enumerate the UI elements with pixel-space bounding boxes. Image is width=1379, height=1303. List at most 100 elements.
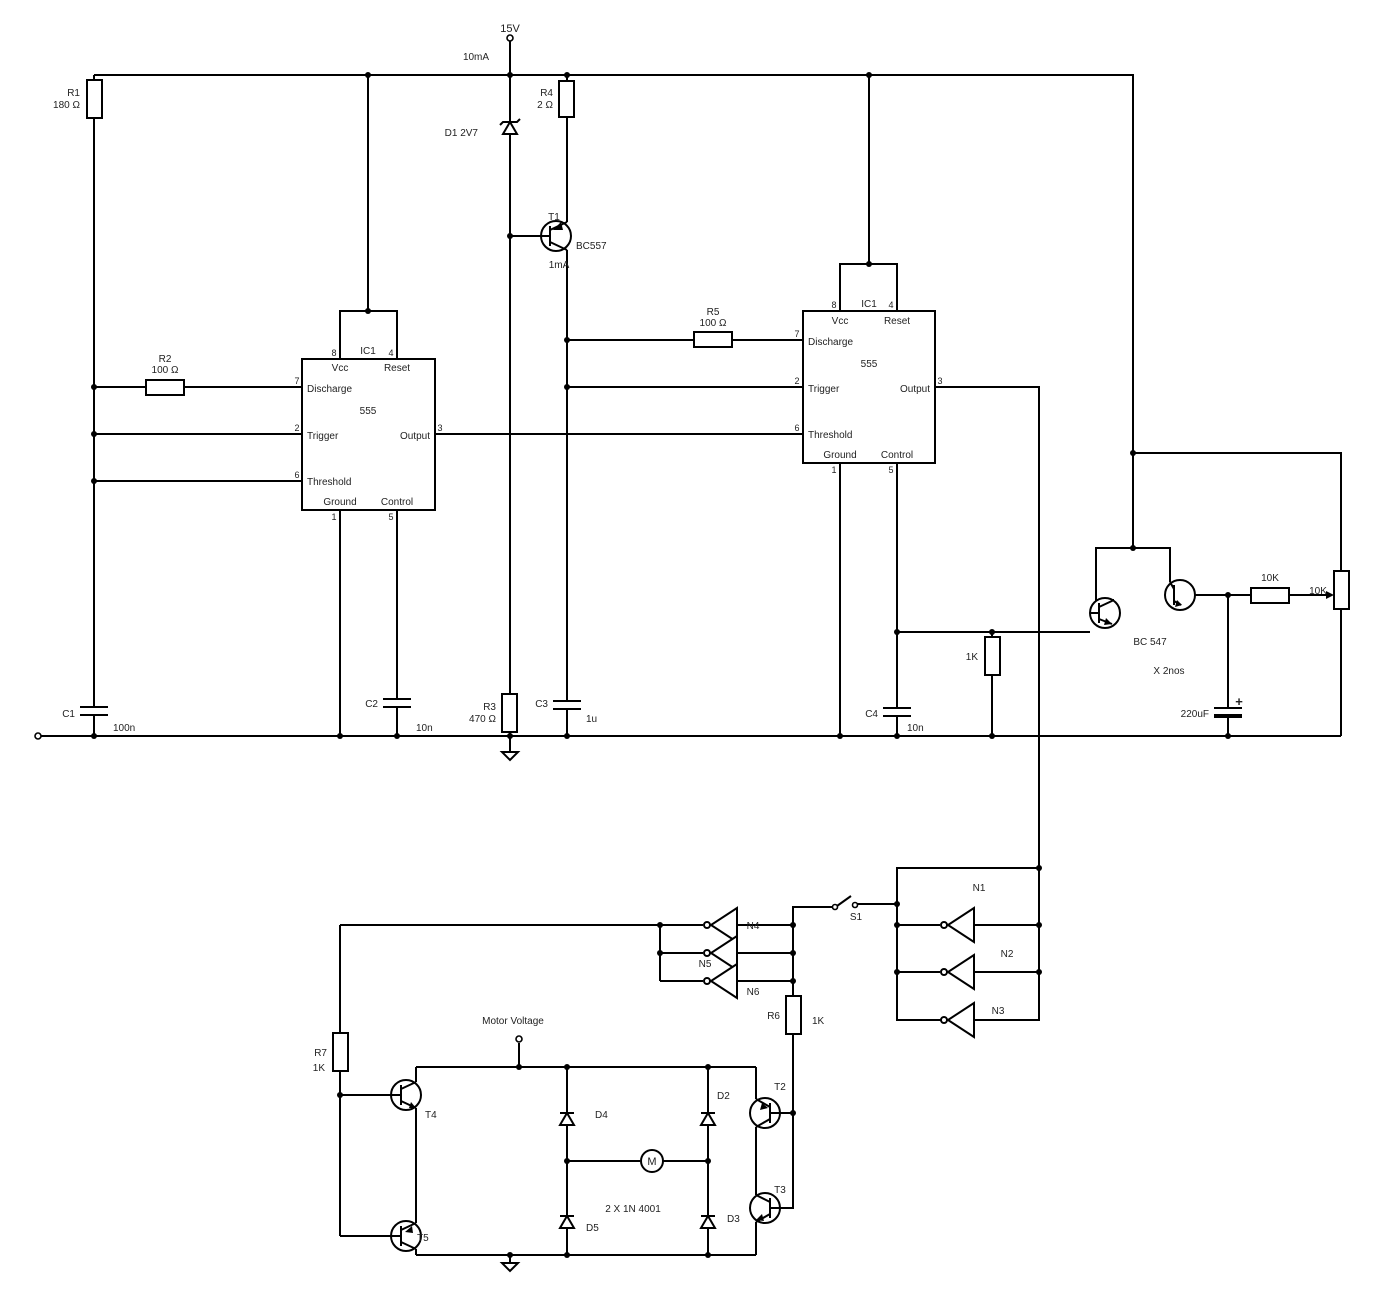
resistor-r5: R5 100 Ω <box>693 307 733 348</box>
switch-s1: S1 <box>831 895 863 923</box>
svg-text:Reset: Reset <box>384 363 410 374</box>
transistor-t1: T1 BC557 1mA <box>540 212 607 271</box>
transistor-t3: T3 <box>749 1185 786 1224</box>
svg-text:+: + <box>1235 694 1243 709</box>
resistor-r7: R7 1K <box>313 1032 349 1074</box>
svg-text:S1: S1 <box>850 912 863 923</box>
inverter-n4: N4 <box>703 906 760 944</box>
svg-text:R2: R2 <box>159 354 172 365</box>
svg-text:Vcc: Vcc <box>332 363 349 374</box>
diode-d2: D2 <box>699 1091 730 1126</box>
svg-text:10n: 10n <box>416 723 433 734</box>
svg-text:IC1: IC1 <box>360 346 376 357</box>
svg-text:4: 4 <box>888 300 893 310</box>
svg-text:10K: 10K <box>1309 586 1327 597</box>
svg-text:Control: Control <box>881 450 913 461</box>
svg-text:R5: R5 <box>707 307 720 318</box>
ic-555-left: IC1 8 4 Vcc Reset 555 7 Discharge 2 Trig… <box>294 346 442 522</box>
motor: M <box>640 1149 664 1173</box>
darlington-part-label: BC 547 <box>1133 637 1167 648</box>
svg-text:N2: N2 <box>1001 949 1014 960</box>
transistor-darlington-q2 <box>1164 579 1196 611</box>
svg-text:D2: D2 <box>717 1091 730 1102</box>
svg-text:180 Ω: 180 Ω <box>53 100 80 111</box>
svg-text:D1 2V7: D1 2V7 <box>445 128 479 139</box>
svg-text:T3: T3 <box>774 1185 786 1196</box>
svg-text:R1: R1 <box>67 88 80 99</box>
svg-text:Vcc: Vcc <box>832 316 849 327</box>
svg-text:1: 1 <box>831 465 836 475</box>
svg-text:220uF: 220uF <box>1181 709 1209 720</box>
svg-text:470 Ω: 470 Ω <box>469 714 496 725</box>
supply-current: 10mA <box>463 52 489 63</box>
wires <box>38 38 1342 1263</box>
capacitor-c1: C1 100n <box>62 706 135 734</box>
svg-text:Reset: Reset <box>884 316 910 327</box>
svg-text:1mA: 1mA <box>549 260 570 271</box>
svg-text:N6: N6 <box>747 987 760 998</box>
svg-text:IC1: IC1 <box>861 299 877 310</box>
svg-text:Ground: Ground <box>323 497 356 508</box>
svg-text:100 Ω: 100 Ω <box>152 365 179 376</box>
svg-text:R4: R4 <box>540 88 553 99</box>
resistor-r4: R4 2 Ω <box>537 80 575 118</box>
svg-text:1K: 1K <box>966 652 979 663</box>
ground-symbol-bridge <box>499 1262 521 1273</box>
capacitor-c2: C2 10n <box>365 698 433 734</box>
svg-text:Threshold: Threshold <box>808 430 852 441</box>
transistor-darlington-q1 <box>1089 597 1121 629</box>
inverter-n2: N2 <box>940 949 1014 991</box>
svg-text:5: 5 <box>888 465 893 475</box>
svg-text:R7: R7 <box>314 1048 327 1059</box>
svg-text:2: 2 <box>794 376 799 386</box>
svg-text:C1: C1 <box>62 709 75 720</box>
capacitor-220uf: + 220uF <box>1181 694 1244 720</box>
diode-d5: D5 <box>558 1214 599 1234</box>
svg-text:7: 7 <box>794 329 799 339</box>
svg-text:100n: 100n <box>113 723 135 734</box>
svg-text:555: 555 <box>360 406 377 417</box>
inverter-n5: N5 <box>699 934 738 972</box>
svg-text:Control: Control <box>381 497 413 508</box>
resistor-10k: 10K <box>1250 573 1290 604</box>
svg-text:R3: R3 <box>483 702 496 713</box>
svg-text:D3: D3 <box>727 1214 740 1225</box>
resistor-r2: R2 100 Ω <box>145 354 185 396</box>
svg-text:N5: N5 <box>699 959 712 970</box>
motor-voltage-terminal: Motor Voltage <box>482 1016 544 1043</box>
diodes-note: 2 X 1N 4001 <box>605 1204 661 1215</box>
capacitor-c4: C4 10n <box>865 707 924 734</box>
zener-diode-d1: D1 2V7 <box>445 118 521 139</box>
supply-15v: 15V 10mA <box>463 23 521 63</box>
transistor-t2: T2 <box>749 1082 786 1129</box>
svg-text:100 Ω: 100 Ω <box>700 318 727 329</box>
resistor-r3: R3 470 Ω <box>469 693 518 733</box>
svg-text:Threshold: Threshold <box>307 477 351 488</box>
svg-text:7: 7 <box>294 376 299 386</box>
svg-text:D4: D4 <box>595 1110 608 1121</box>
svg-text:N1: N1 <box>973 883 986 894</box>
svg-text:2: 2 <box>294 423 299 433</box>
svg-text:5: 5 <box>388 512 393 522</box>
svg-text:Trigger: Trigger <box>307 431 339 442</box>
diode-d3: D3 <box>699 1214 740 1229</box>
svg-text:10K: 10K <box>1261 573 1279 584</box>
svg-text:6: 6 <box>294 470 299 480</box>
svg-text:C4: C4 <box>865 709 878 720</box>
svg-text:Output: Output <box>900 384 930 395</box>
potentiometer-10k: 10K <box>1309 570 1350 610</box>
svg-text:10n: 10n <box>907 723 924 734</box>
ground-rail-terminal <box>34 732 42 740</box>
svg-text:1K: 1K <box>313 1063 326 1074</box>
svg-text:D5: D5 <box>586 1223 599 1234</box>
transistor-t4: T4 <box>390 1079 437 1121</box>
resistor-1k: 1K <box>966 636 1001 676</box>
svg-text:T1: T1 <box>548 212 560 223</box>
svg-text:R6: R6 <box>767 1011 780 1022</box>
svg-text:BC557: BC557 <box>576 241 607 252</box>
svg-text:C3: C3 <box>535 699 548 710</box>
transistor-t5: T5 <box>390 1220 429 1252</box>
svg-text:Motor Voltage: Motor Voltage <box>482 1016 544 1027</box>
darlington-qty-label: X 2nos <box>1153 666 1184 677</box>
svg-text:N3: N3 <box>992 1006 1005 1017</box>
